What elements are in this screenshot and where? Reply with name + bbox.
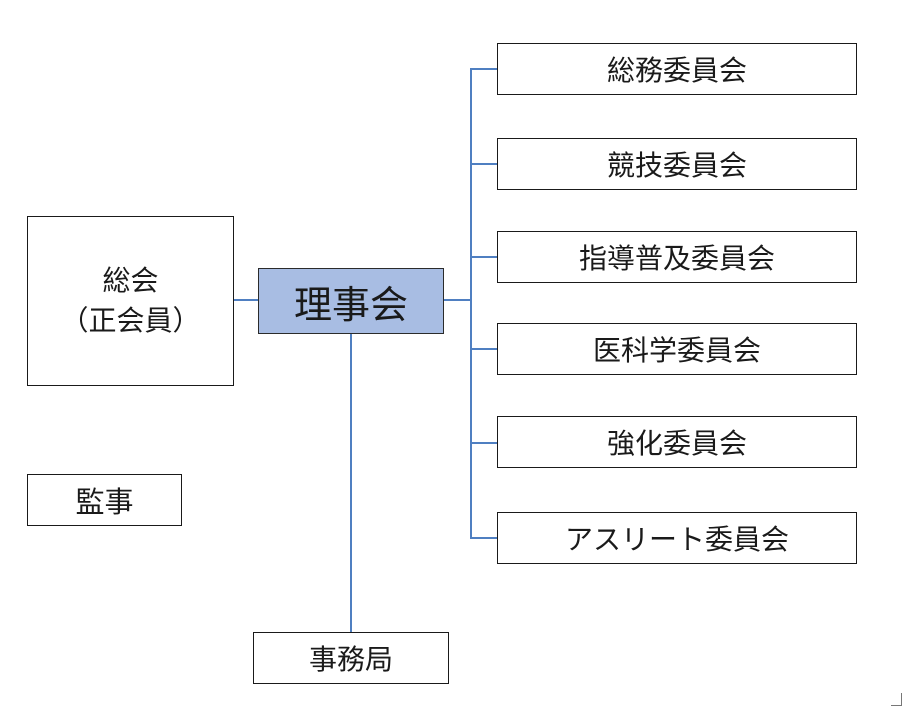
committee-bus <box>470 68 472 538</box>
connector-bus-committee-3 <box>470 348 497 350</box>
connector-bus-committee-0 <box>470 68 497 70</box>
committee-box-competition: 競技委員会 <box>497 138 857 190</box>
connector-bus-committee-2 <box>470 256 497 258</box>
committee-box-athlete: アスリート委員会 <box>497 512 857 564</box>
connector-board-secretariat <box>350 334 352 632</box>
committee-box-strengthening: 強化委員会 <box>497 416 857 468</box>
committee-label: 総務委員会 <box>606 54 747 87</box>
committee-label: 医科学委員会 <box>592 334 761 367</box>
connector-assembly-board <box>234 299 258 301</box>
committee-box-instruction-promotion: 指導普及委員会 <box>497 231 857 283</box>
connector-bus-committee-4 <box>470 442 497 444</box>
secretariat-box: 事務局 <box>253 632 449 684</box>
connector-bus-committee-1 <box>470 163 497 165</box>
resize-corner-mark <box>891 693 902 706</box>
committee-label: 競技委員会 <box>606 149 747 182</box>
committee-box-general-affairs: 総務委員会 <box>497 43 857 95</box>
general-assembly-box: 総会 （正会員） <box>27 216 234 386</box>
general-assembly-sublabel: （正会員） <box>60 304 201 337</box>
committee-label: 指導普及委員会 <box>578 242 775 275</box>
general-assembly-label: 総会 <box>102 264 159 297</box>
auditor-label: 監事 <box>75 485 134 519</box>
connector-board-bus <box>444 299 471 301</box>
board-of-directors-box: 理事会 <box>258 268 444 334</box>
auditor-box: 監事 <box>27 474 182 526</box>
secretariat-label: 事務局 <box>308 643 393 676</box>
connector-bus-committee-5 <box>470 537 497 539</box>
committee-label: 強化委員会 <box>606 427 747 460</box>
committee-label: アスリート委員会 <box>564 523 789 556</box>
board-of-directors-label: 理事会 <box>293 282 408 327</box>
committee-box-medical-science: 医科学委員会 <box>497 323 857 375</box>
